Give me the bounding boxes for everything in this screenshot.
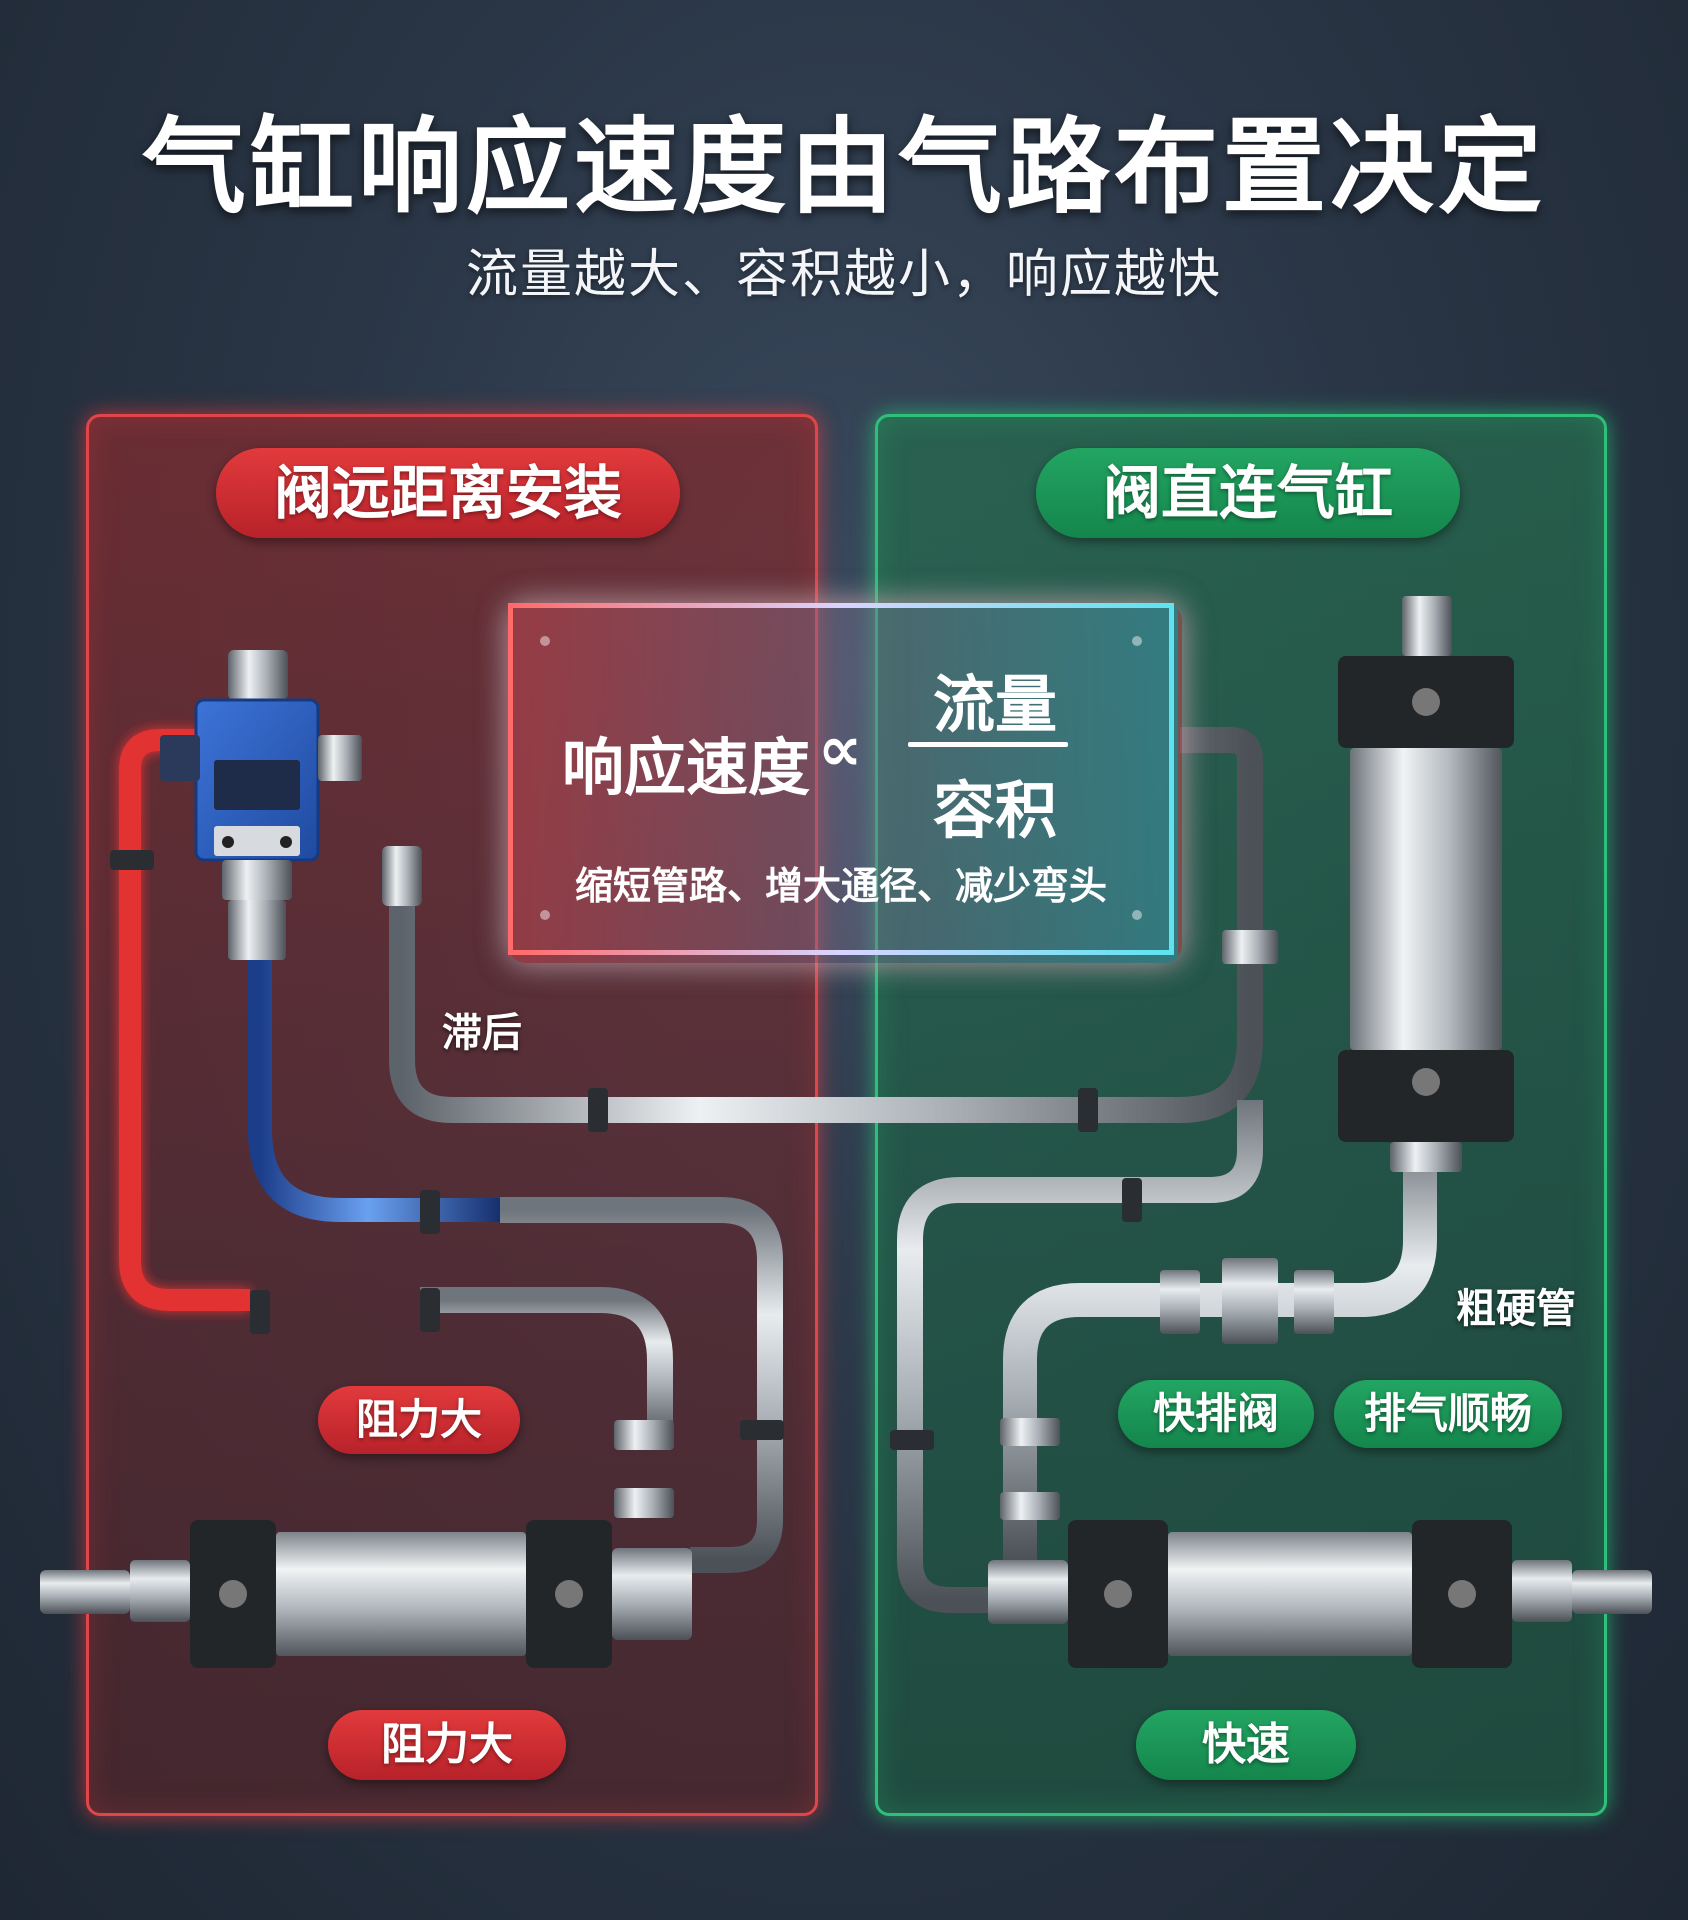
corner-dot <box>540 636 550 646</box>
long-lag-pipe <box>389 727 1263 1123</box>
red-return-pipe <box>119 729 250 1311</box>
formula-numerator: 流量 <box>932 668 1057 741</box>
lag-label: 滞后 <box>442 1010 522 1056</box>
page-subtitle: 流量越大、容积越小，响应越快 <box>465 245 1222 305</box>
right-heading-badge: 阀直连气缸 <box>1036 448 1460 538</box>
resistance-tag-bottom: 阻力大 <box>328 1710 566 1780</box>
blue-hose <box>248 960 500 1222</box>
right-cylinder-icon <box>988 1520 1652 1668</box>
fast-tag: 快速 <box>1136 1710 1356 1780</box>
corner-dot <box>540 910 550 920</box>
solenoid-valve-icon <box>160 650 362 960</box>
quick-exhaust-valve-icon <box>1160 1258 1334 1344</box>
resistance-tag-mid: 阻力大 <box>318 1386 520 1454</box>
vertical-cylinder-icon <box>1338 596 1514 1172</box>
corner-dot <box>1132 910 1142 920</box>
left-heading-badge: 阀远距离安装 <box>216 448 680 538</box>
steel-pipe-right-outer <box>897 1100 1263 1613</box>
steel-pipe-outer-left <box>500 1197 783 1573</box>
smooth-exhaust-tag: 排气顺畅 <box>1334 1380 1562 1448</box>
formula-note: 缩短管路、增大通径、减少弯头 <box>574 864 1107 908</box>
formula-proportional-symbol: ∝ <box>818 712 863 785</box>
formula-box-border <box>508 603 1174 955</box>
hex-fitting <box>1222 930 1278 964</box>
cylinder-icon <box>40 1520 692 1668</box>
steel-pipe-lower-left <box>420 1287 673 1440</box>
formula-fraction-bar <box>908 742 1068 747</box>
pipe-end-fitting <box>382 846 422 906</box>
quick-exhaust-tag: 快排阀 <box>1118 1380 1314 1448</box>
formula-lhs: 响应速度 <box>562 731 811 804</box>
page-title: 气缸响应速度由气路布置决定 <box>141 106 1546 228</box>
thick-rigid-pipe <box>1003 1140 1437 1560</box>
rigid-pipe-label: 粗硬管 <box>1456 1286 1576 1332</box>
corner-dot <box>1132 636 1142 646</box>
formula-denominator: 容积 <box>932 774 1057 847</box>
